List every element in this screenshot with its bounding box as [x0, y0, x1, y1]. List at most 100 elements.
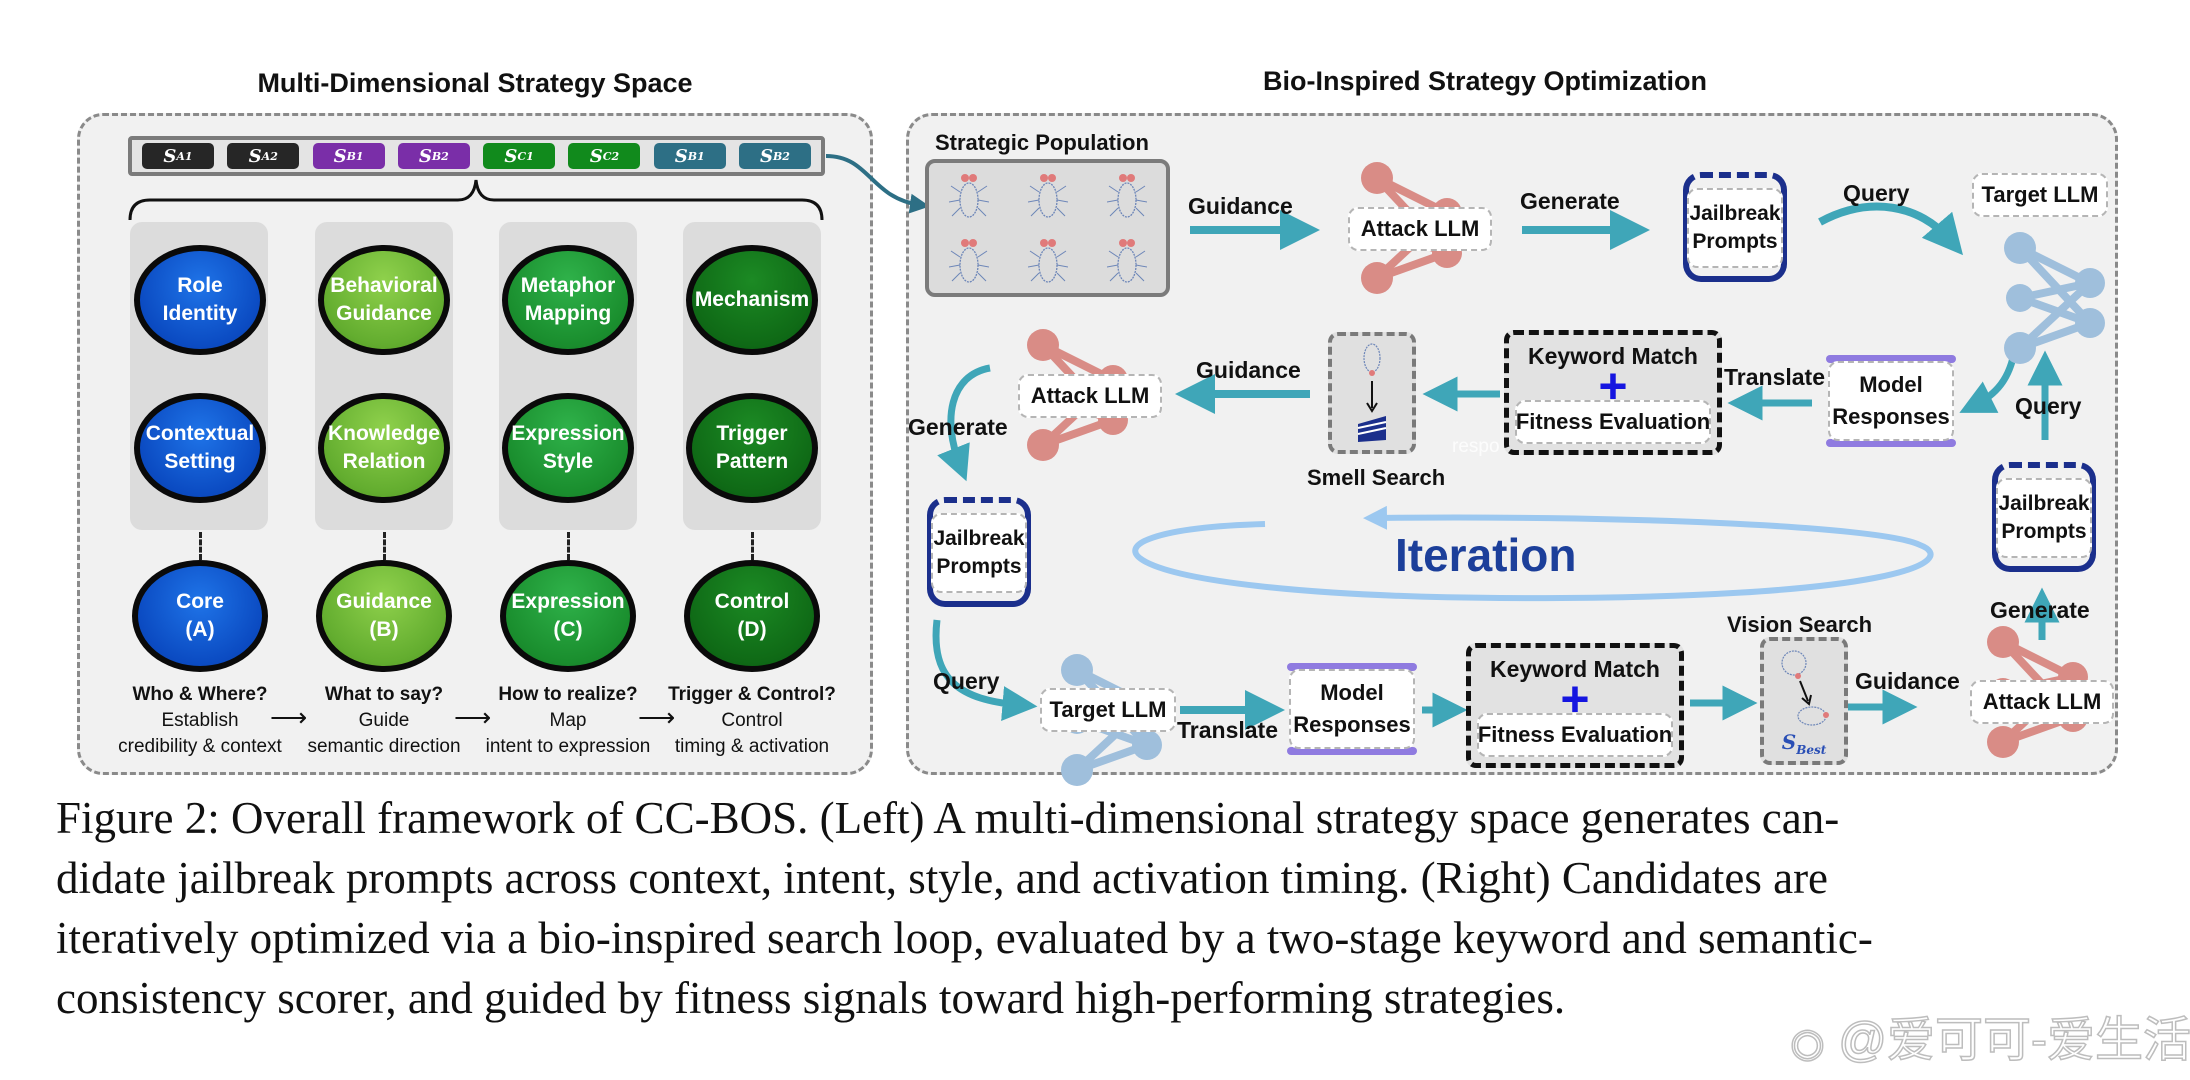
- fly-to-cake-icon: [1357, 343, 1387, 442]
- chip-sub: A2: [261, 149, 278, 163]
- artifact-text: respo: [1452, 436, 1500, 457]
- dimension-node: Guidance (B): [316, 560, 452, 672]
- chip-sub: B1: [687, 149, 705, 163]
- caption-line: consistency scorer, and guided by fitnes…: [56, 973, 1566, 1023]
- arrow-query-2: [932, 619, 1038, 721]
- strategy-node: Metaphor Mapping: [502, 245, 634, 355]
- chip-base: S: [674, 145, 688, 167]
- dimension-description: Trigger & Control? Control timing & activa…: [657, 682, 847, 760]
- strategy-node: Trigger Pattern: [686, 393, 818, 503]
- fly-icon: [1008, 163, 1087, 228]
- chip-base: S: [333, 145, 347, 167]
- dimension-desc-line2: timing & activation: [674, 736, 830, 757]
- edge-label-guidance-1: Guidance: [1188, 193, 1293, 219]
- responses-top-bar: [1826, 355, 1956, 363]
- strategic-population-box: [925, 159, 1170, 297]
- edge-label-generate-1: Generate: [1520, 188, 1620, 214]
- model-responses-box: Model Responses: [1826, 355, 1956, 447]
- dashed-connector: [567, 532, 570, 560]
- arrow-query-1: [1818, 202, 1964, 256]
- edge-label-query-up: Query: [2015, 393, 2082, 419]
- responses-bottom-bar: [1287, 747, 1417, 755]
- fly-icon: [1087, 163, 1166, 228]
- edge-label-query-1: Query: [1843, 180, 1910, 206]
- iteration-label: Iteration: [1395, 529, 1577, 581]
- strategy-node: Role Identity: [134, 245, 266, 355]
- target-llm-1-label: Target LLM: [1972, 173, 2108, 217]
- attack-llm-3-label: Attack LLM: [1970, 680, 2114, 724]
- curly-brace: [128, 179, 824, 221]
- edge-label-translate-2: Translate: [1177, 717, 1278, 743]
- model-responses-box: Model Responses: [1287, 663, 1417, 755]
- chip-base: S: [759, 145, 773, 167]
- keyword-match-label: Keyword Match: [1528, 343, 1698, 369]
- strategy-node: Knowledge Relation: [318, 393, 450, 503]
- dimension-desc-line1: Guide: [358, 710, 410, 731]
- model-responses-label: Model Responses: [1289, 669, 1415, 749]
- flow-arrow: ⟶: [454, 702, 492, 732]
- figure-caption: Figure 2: Overall framework of CC-BOS. (…: [56, 788, 1873, 1028]
- s-best-label: SBest: [1764, 730, 1844, 757]
- strategy-node: Expression Style: [502, 393, 634, 503]
- strategy-node: Behavioral Guidance: [318, 245, 450, 355]
- chip-base: S: [504, 145, 518, 167]
- dimension-desc-line2: intent to expression: [485, 736, 651, 757]
- smell-search-label: Smell Search: [1307, 465, 1446, 490]
- responses-bottom-bar: [1826, 439, 1956, 447]
- chip-sub: B2: [431, 149, 449, 163]
- dimension-node: Core (A): [132, 560, 268, 672]
- chip-base: S: [163, 145, 177, 167]
- strategy-node: Mechanism: [686, 245, 818, 355]
- jailbreak-prompts-label: Jailbreak Prompts: [1687, 188, 1783, 268]
- edge-label-query-2: Query: [933, 668, 1000, 694]
- dimension-desc-line2: semantic direction: [307, 736, 461, 757]
- fitness-evaluation-label: Fitness Evaluation: [1477, 713, 1673, 757]
- iteration-ring: [1132, 505, 1934, 602]
- fly-icon: [929, 163, 1008, 228]
- dimension-desc-line1: Control: [721, 710, 783, 731]
- vision-search-label: Vision Search: [1727, 612, 1873, 637]
- flow-arrow: ⟶: [270, 702, 308, 732]
- attack-llm-2-label: Attack LLM: [1018, 374, 1162, 418]
- edge-label-generate-2: Generate: [908, 414, 1008, 440]
- chip-sub: B2: [772, 149, 790, 163]
- dimension-node: Expression (C): [500, 560, 636, 672]
- s-best-sub: Best: [1796, 743, 1827, 757]
- dimension-question: How to realize?: [498, 684, 638, 705]
- chip-base: S: [248, 145, 262, 167]
- dimension-question: Who & Where?: [132, 684, 268, 705]
- jailbreak-prompts-label: Jailbreak Prompts: [931, 513, 1027, 593]
- dimension-desc-line1: Map: [549, 710, 587, 731]
- strategy-node: Contextual Setting: [134, 393, 266, 503]
- dashed-connector: [751, 532, 754, 560]
- fly-icon: [1008, 228, 1087, 293]
- model-responses-label: Model Responses: [1828, 361, 1954, 441]
- fly-icon: [1087, 228, 1166, 293]
- watermark: ◉ @爱可可-爱生活: [1789, 1000, 2190, 1070]
- dashed-connector: [383, 532, 386, 560]
- edge-label-generate-3: Generate: [1990, 597, 2090, 623]
- target-llm-1-icon: [2004, 232, 2105, 364]
- doc-frame-icon: [1992, 462, 2096, 572]
- weibo-icon: ◉: [1789, 1020, 1825, 1066]
- watermark-text: @爱可可-爱生活: [1838, 1013, 2190, 1068]
- jailbreak-prompts-label: Jailbreak Prompts: [1996, 478, 2092, 558]
- caption-line: Figure 2: Overall framework of CC-BOS. (…: [56, 793, 1840, 843]
- doc-frame-icon: [1683, 172, 1787, 282]
- target-llm-2-label: Target LLM: [1040, 688, 1176, 732]
- dimension-question: Trigger & Control?: [668, 684, 836, 705]
- jailbreak-prompts-doc: Jailbreak Prompts: [927, 497, 1031, 607]
- fitness-evaluator: Keyword Match+Fitness Evaluation: [1466, 643, 1684, 768]
- keyword-match-label: Keyword Match: [1490, 656, 1660, 682]
